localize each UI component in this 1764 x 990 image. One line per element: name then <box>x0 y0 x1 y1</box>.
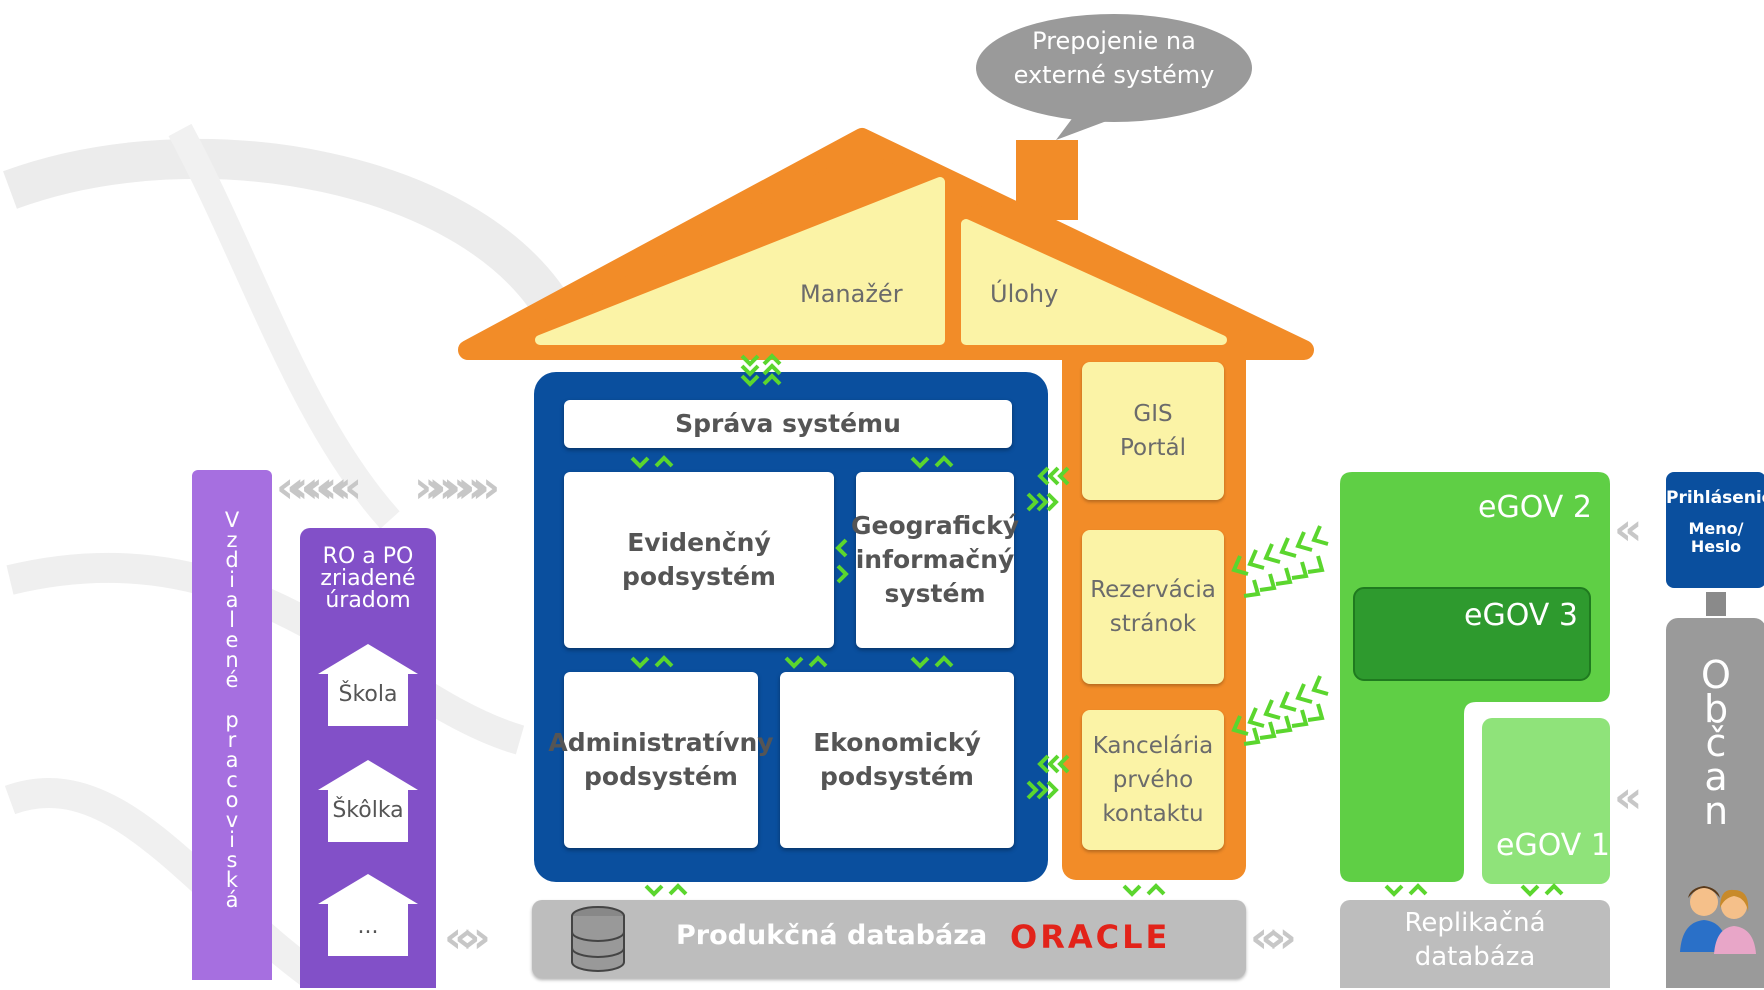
remote-letter: d <box>225 548 239 572</box>
remote-letter: i <box>229 828 235 852</box>
remote-letter: i <box>229 568 235 592</box>
egov3-label: eGOV 3 <box>1464 598 1578 633</box>
geograficky-line1: Geografický <box>850 511 1020 540</box>
evidencny-line2: podsystém <box>622 562 776 591</box>
users-icon <box>1680 886 1756 954</box>
login-connector <box>1706 592 1726 616</box>
house-more: ... <box>357 914 379 939</box>
remote-letter: o <box>225 788 239 812</box>
egov2-label: eGOV 2 <box>1478 490 1592 525</box>
kancelaria-prveho-kontaktu: Kancelária prvého kontaktu <box>1082 710 1224 850</box>
replikacna-line2: databáza <box>1414 942 1536 972</box>
remote-letter: á <box>225 888 239 912</box>
citizen-letter: b <box>1703 687 1729 731</box>
ro-po-line1: RO a PO <box>322 544 414 569</box>
administrativny-line2: podsystém <box>584 762 738 791</box>
produkcna-databaza <box>532 900 1246 978</box>
prihlasenie-title: Prihlásenie <box>1666 488 1764 508</box>
bubble-line2: externé systémy <box>1013 61 1215 89</box>
house-skolka: Škôlka <box>332 798 404 823</box>
citizen-arrow: « <box>1614 772 1643 823</box>
remote-letter: a <box>225 748 239 772</box>
remote-letter: s <box>226 848 238 872</box>
kancelaria-line2: prvého <box>1112 767 1194 793</box>
citizen-letter: O <box>1701 653 1731 697</box>
ekonomicky-line2: podsystém <box>820 762 974 791</box>
prihlasenie-cred2: Heslo <box>1690 537 1742 556</box>
egov1-label: eGOV 1 <box>1496 828 1610 863</box>
ro-po-line2: zriadené <box>320 566 416 591</box>
replikacna-databaza: Replikačná databáza <box>1340 900 1610 988</box>
kancelaria-line1: Kancelária <box>1092 733 1214 759</box>
evidencny-line1: Evidenčný <box>627 528 771 557</box>
remote-arrow-left: ««««« <box>276 462 362 513</box>
sprava-systemu: Správa systému <box>564 400 1012 448</box>
geograficky-line2: informačný <box>855 545 1015 574</box>
administrativny-line1: Administratívny <box>548 728 774 757</box>
roof-label-manazer: Manažér <box>800 280 903 308</box>
ro-po-line3: úradom <box>325 588 411 613</box>
administrativny-podsystem: Administratívny podsystém <box>548 672 774 848</box>
gis-line2: Portál <box>1119 435 1187 461</box>
produkcna-databaza-label: Produkčná databáza <box>676 920 988 951</box>
evidencny-podsystem: Evidenčný podsystém <box>564 472 834 648</box>
database-icon <box>571 906 625 972</box>
oracle-logo: ORACLE <box>1010 918 1171 956</box>
ro-po-houses <box>318 644 418 956</box>
rezervacia-line1: Rezervácia <box>1090 577 1216 603</box>
remote-letter: l <box>229 608 235 632</box>
speech-bubble <box>976 14 1252 140</box>
sprava-systemu-label: Správa systému <box>675 409 901 438</box>
remote-letter: v <box>225 808 239 832</box>
remote-letter: n <box>225 648 239 672</box>
rezervacia-stranok: Rezervácia stránok <box>1082 530 1224 684</box>
remote-letter: a <box>225 588 239 612</box>
replikacna-line1: Replikačná <box>1404 908 1546 938</box>
kancelaria-line3: kontaktu <box>1102 801 1204 827</box>
rezervacia-line2: stránok <box>1109 611 1197 637</box>
ekonomicky-line1: Ekonomický <box>813 728 981 757</box>
ekonomicky-podsystem: Ekonomický podsystém <box>780 672 1014 848</box>
gis-line1: GIS <box>1133 401 1173 427</box>
login-arrow: « <box>1614 504 1643 555</box>
bubble-line1: Prepojenie na <box>1032 27 1196 55</box>
remote-letter: z <box>226 528 238 552</box>
remote-letter: é <box>225 668 239 692</box>
citizen-letter: a <box>1704 755 1728 799</box>
ro-po-title: RO a PO zriadené úradom <box>300 546 436 612</box>
gis-portal: GIS Portál <box>1082 362 1224 500</box>
remote-letter: k <box>225 868 239 892</box>
roof-label-ulohy: Úlohy <box>990 280 1059 308</box>
geograficky-informacny-system: Geografický informačný systém <box>851 472 1019 648</box>
prihlasenie-panel: Prihlásenie Meno/ Heslo <box>1666 472 1764 588</box>
prihlasenie-cred1: Meno/ <box>1688 519 1744 538</box>
geograficky-line3: systém <box>884 579 986 608</box>
citizen-letter: č <box>1705 721 1727 765</box>
remote-letter: r <box>227 728 237 752</box>
remote-letter: V <box>224 508 240 532</box>
remote-arrow-right: »»»»» <box>414 462 500 513</box>
remote-letter: p <box>225 708 239 732</box>
house-skola: Škola <box>338 682 398 707</box>
citizen-letter: n <box>1703 789 1729 833</box>
remote-letter: c <box>226 768 238 792</box>
bubble-text: Prepojenie na externé systémy <box>990 24 1238 92</box>
remote-letter: e <box>225 628 239 652</box>
